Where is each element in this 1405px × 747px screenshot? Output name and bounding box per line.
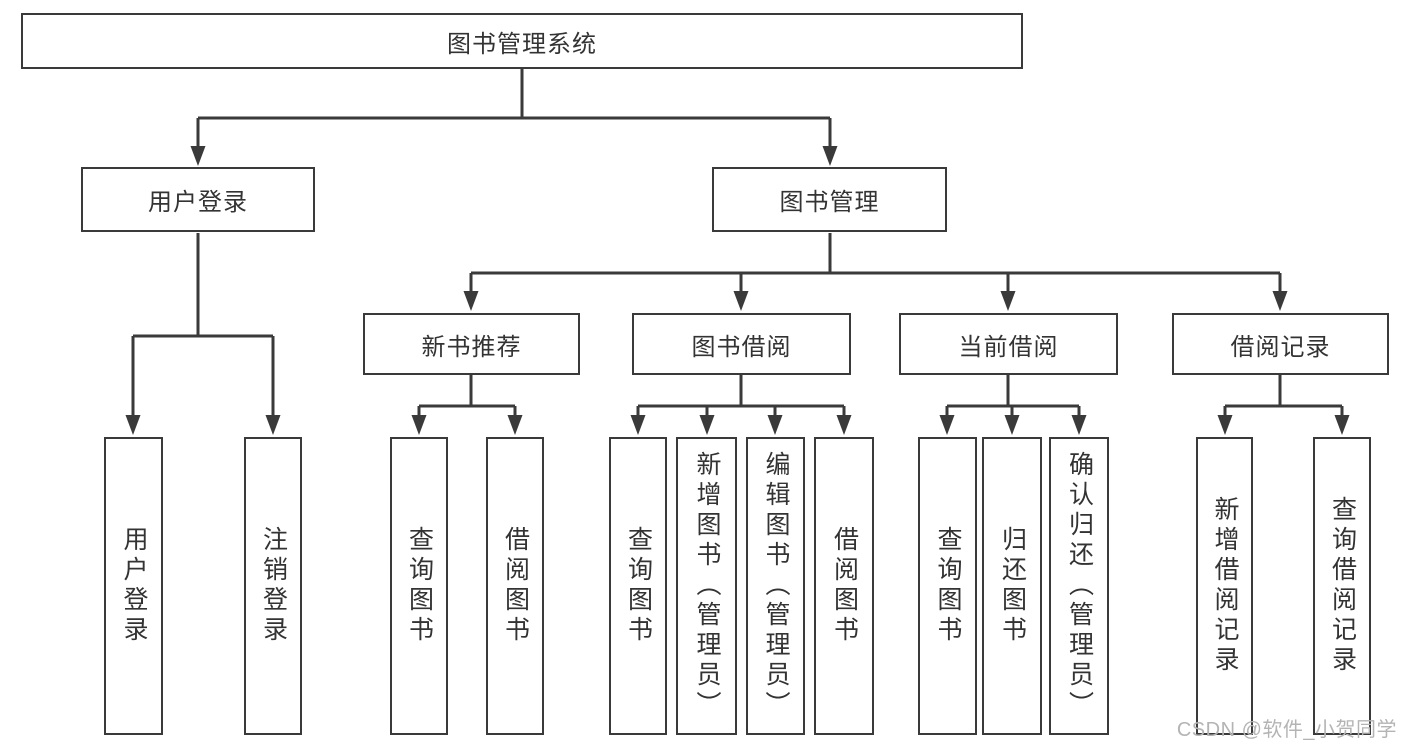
leaf-borrow-books-1: 借阅图书 <box>486 437 544 735</box>
connector-new-book-children <box>417 375 517 418</box>
arrow-to-leaf-borrow-1 <box>507 415 523 435</box>
leaf-add-book-admin: 新增图书（管理员） <box>676 437 737 735</box>
arrow-to-leaf-logout <box>265 415 281 435</box>
connector-book-management-to-level3 <box>469 233 1282 294</box>
node-current-borrowing: 当前借阅 <box>899 313 1118 375</box>
arrow-to-leaf-return <box>1004 415 1020 435</box>
arrow-to-leaf-add-record <box>1217 415 1233 435</box>
connector-root-to-level2 <box>196 69 832 149</box>
leaf-borrow-books-2: 借阅图书 <box>814 437 874 735</box>
leaf-add-borrow-record: 新增借阅记录 <box>1196 437 1253 735</box>
leaf-logout-login: 注销登录 <box>244 437 302 735</box>
arrow-to-leaf-borrow-2 <box>836 415 852 435</box>
node-user-login: 用户登录 <box>81 167 315 232</box>
arrow-to-new-book <box>463 291 479 311</box>
arrow-to-leaf-query-3 <box>939 415 955 435</box>
node-book-management: 图书管理 <box>712 167 947 232</box>
arrow-to-leaf-query-1 <box>411 415 427 435</box>
connector-current-borrowing-children <box>945 375 1081 418</box>
node-borrowing-records: 借阅记录 <box>1172 313 1389 375</box>
arrow-to-leaf-user-login <box>125 415 141 435</box>
leaf-query-books-2: 查询图书 <box>609 437 667 735</box>
node-new-book-recommendation: 新书推荐 <box>363 313 580 375</box>
leaf-confirm-return-admin: 确认归还（管理员） <box>1049 437 1109 735</box>
connector-borrowing-records-children <box>1223 375 1344 418</box>
arrow-to-leaf-query-record <box>1334 415 1350 435</box>
leaf-query-books-3: 查询图书 <box>918 437 977 735</box>
arrow-to-current-borrowing <box>1000 291 1016 311</box>
arrow-to-leaf-confirm-return <box>1071 415 1087 435</box>
arrow-to-book-management <box>822 146 838 166</box>
leaf-query-books-1: 查询图书 <box>390 437 448 735</box>
leaf-user-login: 用户登录 <box>104 437 163 735</box>
node-book-borrowing: 图书借阅 <box>632 313 851 375</box>
arrow-to-book-borrowing <box>733 291 749 311</box>
arrow-to-leaf-add-book <box>699 415 715 435</box>
node-library-system: 图书管理系统 <box>21 13 1023 69</box>
connector-book-borrowing-children <box>636 375 846 418</box>
leaf-query-borrow-record: 查询借阅记录 <box>1313 437 1371 735</box>
arrow-to-leaf-query-2 <box>630 415 646 435</box>
arrow-to-leaf-edit-book <box>767 415 783 435</box>
leaf-return-books: 归还图书 <box>982 437 1042 735</box>
leaf-edit-book-admin: 编辑图书（管理员） <box>746 437 805 735</box>
csdn-watermark: CSDN @软件_小贺同学 <box>1176 719 1397 741</box>
connector-user-login-children <box>131 233 275 418</box>
arrow-to-user-login <box>190 146 206 166</box>
arrow-to-borrowing-records <box>1272 291 1288 311</box>
